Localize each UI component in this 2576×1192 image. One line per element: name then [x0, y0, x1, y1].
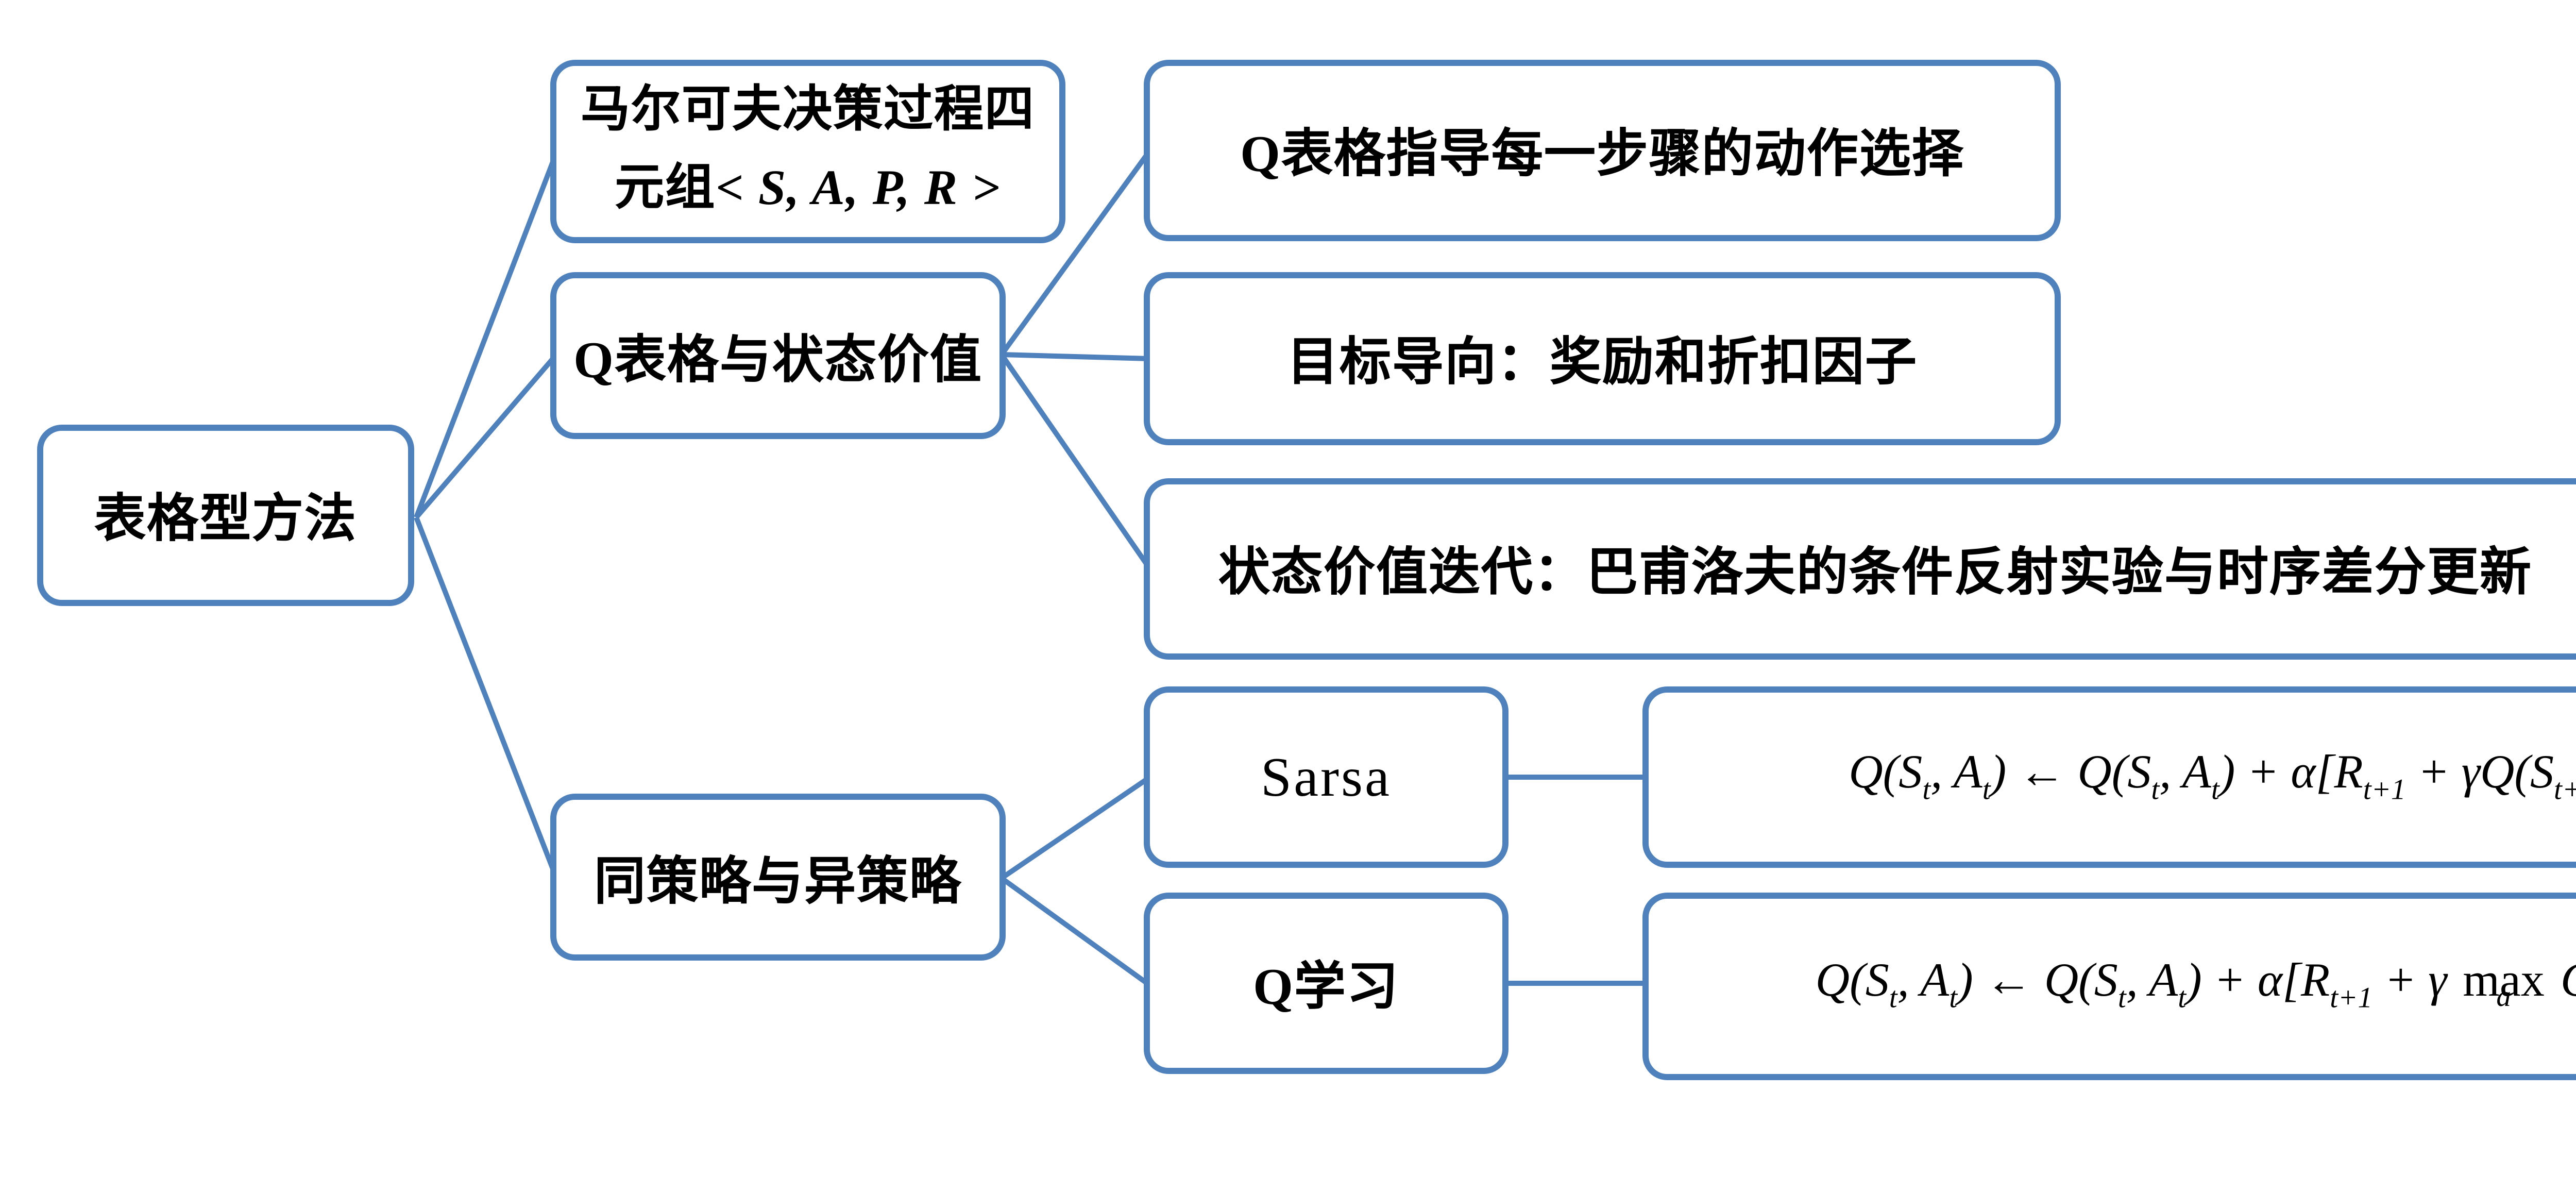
node-qtable-action-selection: Q表格指导每一步骤的动作选择 — [1144, 60, 2061, 241]
connector-line — [414, 152, 559, 518]
node-q-learning: Q学习 — [1144, 893, 1509, 1074]
sarsa-update-formula-text: Q(St, At) ← Q(St, At) + α[Rt+1 + γQ(St+1… — [1849, 745, 2576, 807]
node-on-policy-off-policy: 同策略与异策略 — [550, 794, 1006, 961]
connector-line — [1001, 352, 1150, 361]
node-state-value-iteration: 状态价值迭代：巴甫洛夫的条件反射实验与时序差分更新 — [1144, 478, 2576, 660]
node-sarsa: Sarsa — [1144, 686, 1509, 868]
connector-line — [414, 516, 559, 879]
connector-line — [999, 353, 1153, 570]
connector-line — [414, 352, 558, 519]
node-goal-oriented-reward-discount: 目标导向：奖励和折扣因子 — [1144, 272, 2061, 445]
node-tabular-methods: 表格型方法 — [37, 425, 414, 606]
node-sarsa-update-formula: Q(St, At) ← Q(St, At) + α[Rt+1 + γQ(St+1… — [1642, 686, 2576, 868]
connector-line — [1000, 876, 1151, 988]
node-mdp-tuple-line1: 马尔可夫决策过程四 — [581, 85, 1035, 139]
node-qtable-state-value: Q表格与状态价值 — [550, 272, 1006, 439]
connector-line — [1000, 775, 1151, 881]
node-mdp-tuple-line2: 元组< S, A, P, R > — [615, 162, 1001, 215]
connector-line — [999, 149, 1153, 356]
node-mdp-tuple: 马尔可夫决策过程四 元组< S, A, P, R > — [550, 60, 1065, 243]
